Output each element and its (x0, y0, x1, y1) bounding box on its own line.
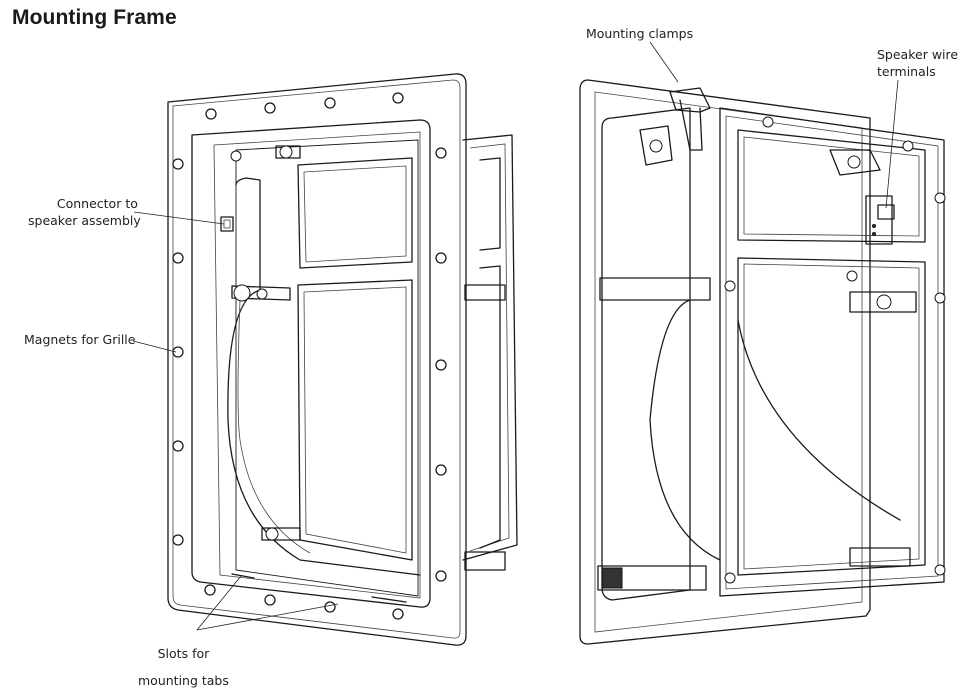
terminals-label-line1: Speaker wire (877, 47, 959, 62)
slots-label: Slots for mounting tabs (138, 640, 229, 694)
rear-frame-view (579, 79, 946, 645)
connector-label: Connector to speaker assembly (28, 195, 141, 229)
rear-screws (724, 116, 946, 584)
connector-label-line2: speaker assembly (28, 213, 141, 228)
terminals-label-line2: terminals (877, 64, 936, 79)
slots-label-line2: mounting tabs (138, 673, 229, 688)
page-title: Mounting Frame (12, 6, 177, 29)
leader-lines (132, 41, 899, 631)
magnet-holes (172, 92, 447, 620)
clamps-label: Mounting clamps (586, 26, 694, 41)
front-frame-view (167, 73, 518, 646)
slots-label-line1: Slots for (157, 646, 210, 661)
terminals-label: Speaker wire terminals (877, 46, 958, 80)
magnets-label: Magnets for Grille (24, 332, 136, 347)
connector-label-line1: Connector to (56, 196, 138, 211)
